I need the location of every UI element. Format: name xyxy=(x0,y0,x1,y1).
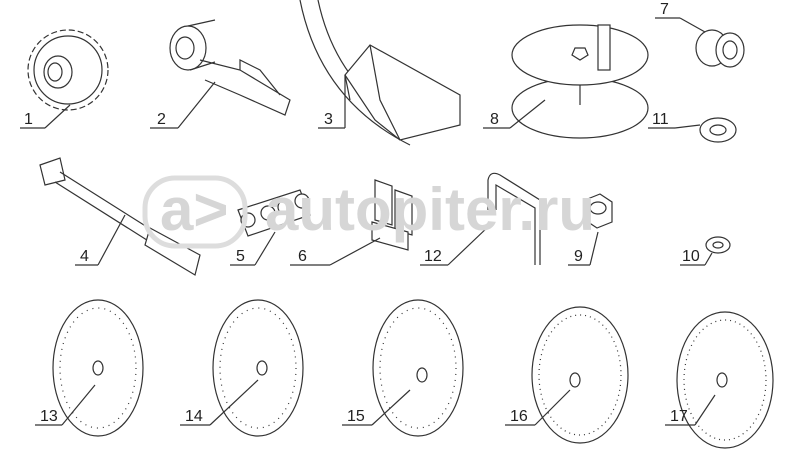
label-4: 4 xyxy=(80,248,89,265)
watermark-text: autopiter.ru xyxy=(265,176,595,243)
part-12-u-bolt xyxy=(420,172,541,266)
label-11: 11 xyxy=(652,111,669,128)
part-14-seed-plate xyxy=(180,299,304,437)
part-10-lock-washer xyxy=(680,236,731,266)
label-12: 12 xyxy=(424,248,442,265)
part-9-nut xyxy=(568,193,613,266)
watermark-logo: a> xyxy=(160,176,228,243)
label-13: 13 xyxy=(40,408,58,425)
part-5-chain xyxy=(230,189,311,266)
watermark-logo-ring xyxy=(142,175,248,249)
label-7: 7 xyxy=(660,1,669,18)
label-6: 6 xyxy=(298,248,307,265)
label-17: 17 xyxy=(670,408,688,425)
label-8: 8 xyxy=(490,111,499,128)
label-3: 3 xyxy=(324,111,333,128)
label-1: 1 xyxy=(24,111,33,128)
part-16-seed-plate xyxy=(505,306,629,444)
part-8-disc-assembly xyxy=(483,24,649,139)
label-14: 14 xyxy=(185,408,203,425)
part-7-bushing xyxy=(655,17,745,68)
part-6-clamp-plates xyxy=(290,179,413,266)
part-17-seed-plate xyxy=(665,311,774,449)
label-9: 9 xyxy=(574,248,583,265)
label-2: 2 xyxy=(157,111,166,128)
label-10: 10 xyxy=(682,248,700,265)
label-15: 15 xyxy=(347,408,365,425)
part-11-washer xyxy=(648,117,737,143)
label-16: 16 xyxy=(510,408,528,425)
part-2-idler-bracket xyxy=(150,19,291,129)
label-5: 5 xyxy=(236,248,245,265)
watermark: a> autopiter.ru xyxy=(142,175,595,249)
part-13-seed-plate xyxy=(35,299,144,437)
part-3-frame-bracket xyxy=(299,0,461,146)
part-15-seed-plate xyxy=(342,299,464,437)
part-1-sprocket xyxy=(20,29,109,129)
